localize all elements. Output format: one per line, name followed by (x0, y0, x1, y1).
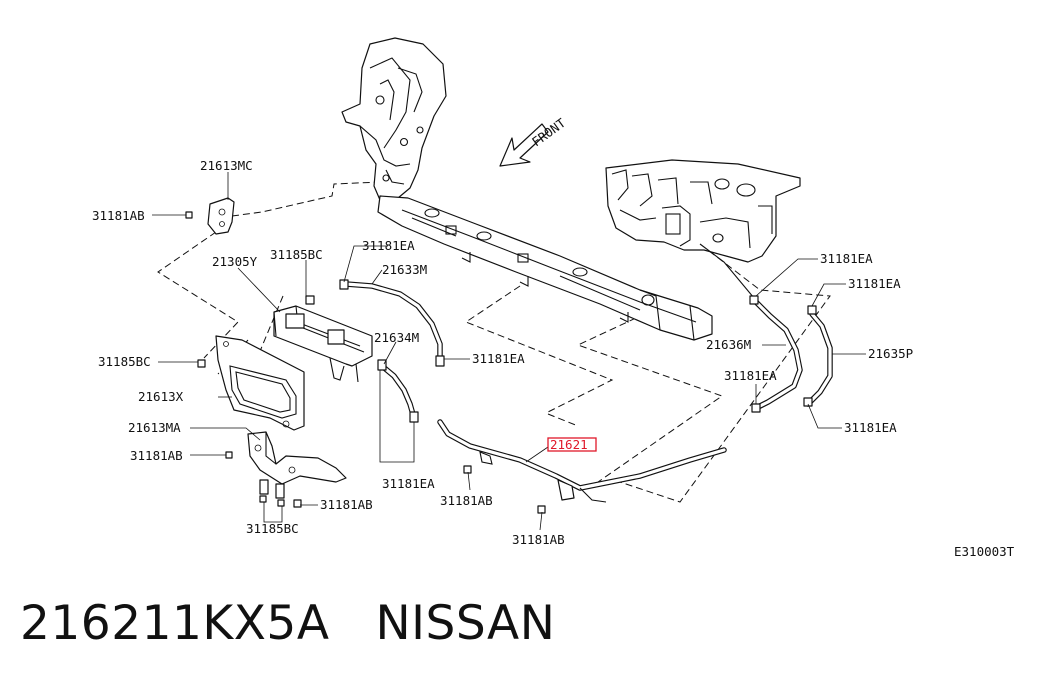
callout-31181ab-left: 31181AB (130, 448, 183, 463)
callout-31181ab-bracket: 31181AB (320, 497, 373, 512)
hoses-right (699, 243, 833, 411)
callout-31181ab-top: 31181AB (92, 208, 145, 223)
callout-31181ab-center: 31181AB (440, 493, 493, 508)
callout-21621: 21621 (550, 437, 588, 452)
front-direction-arrow: FRONT (499, 115, 569, 167)
core-support-member (377, 195, 713, 341)
callout-21635p: 21635P (868, 346, 913, 361)
callout-21633m: 21633M (382, 262, 427, 277)
callout-21613x: 21613X (138, 389, 184, 404)
callout-31181ea-right4: 31181EA (844, 420, 897, 435)
callouts: 21613MC 31181AB 31185BC 31181EA 21305Y 2… (92, 158, 1015, 559)
bracket-21613ma (247, 431, 347, 499)
highlight-box-21621 (547, 437, 597, 452)
callout-31181ea-right3: 31181EA (724, 368, 777, 383)
callout-21634m: 21634M (374, 330, 419, 345)
hoses (339, 279, 445, 423)
callout-31185bc-bottom: 31185BC (246, 521, 299, 536)
front-label: FRONT (529, 115, 569, 150)
callout-21613ma: 21613MA (128, 420, 181, 435)
figure-code: E310003T (954, 544, 1015, 559)
bracket-21613mc (207, 197, 235, 235)
brand-name: NISSAN (375, 596, 556, 651)
callout-21636m: 21636M (706, 337, 751, 352)
body-structure (341, 37, 447, 201)
fasteners (185, 211, 817, 514)
callout-31185bc-left: 31185BC (98, 354, 151, 369)
leader-lines (152, 172, 866, 531)
callout-31181ea-right2: 31181EA (848, 276, 901, 291)
callout-31181ea-pair: 31181EA (382, 476, 435, 491)
tube-21621 (437, 419, 727, 503)
callout-31181ab-bottom: 31181AB (512, 532, 565, 547)
oil-cooler-21305y (273, 305, 373, 383)
part-number: 216211KX5A (20, 596, 330, 651)
callout-31181ea-right1: 31181EA (820, 251, 873, 266)
callout-31185bc-top: 31185BC (270, 247, 323, 262)
callout-21305y: 21305Y (212, 254, 258, 269)
callout-31181ea-mid: 31181EA (472, 351, 525, 366)
part-title: 216211KX5A NISSAN (20, 596, 555, 651)
transmission-housing (605, 159, 801, 263)
callout-21613mc: 21613MC (200, 158, 253, 173)
callout-31181ea-top: 31181EA (362, 238, 415, 253)
bracket-21613x (215, 335, 305, 431)
